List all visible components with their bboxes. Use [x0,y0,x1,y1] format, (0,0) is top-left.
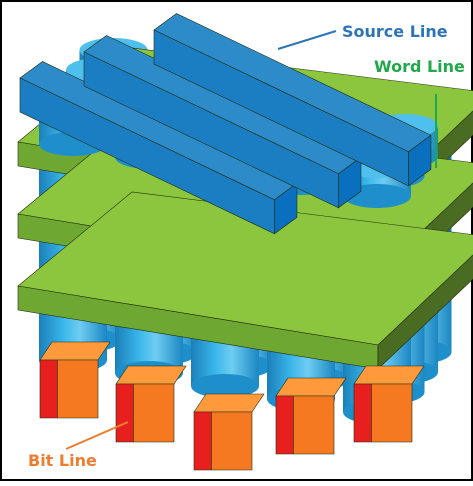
bit-line-cube-left-4 [275,395,294,455]
bit-line-cube-left-2 [115,383,134,443]
word-line-label: Word Line [374,57,465,76]
bit-line-pointer [65,421,129,450]
bit-line-cube-front-2 [133,383,175,443]
bit-line-cube-front-5 [371,383,413,443]
source-line-label: Source Line [342,22,448,41]
bit-line-cube-front-1 [57,359,99,419]
bit-line-cube-left-1 [39,359,58,419]
source-line-bars [19,13,432,235]
bit-line-cube-left-3 [193,411,212,471]
bit-line-label: Bit Line [28,451,97,470]
bit-line-cube-left-5 [353,383,372,443]
source-line-pointer [277,30,337,50]
pillar-r0-c2-base [191,374,259,398]
bit-line-cube-top-3 [193,393,265,413]
source-line-bar-end-3 [408,134,432,187]
bit-line-cube-top-4 [275,377,347,397]
bit-line-cube-top-1 [39,341,111,361]
bit-line-cube-top-2 [115,365,187,385]
bit-line-cube-top-5 [353,365,425,385]
bit-line-cubes [39,341,425,471]
word-line-plate-front-3 [377,254,473,370]
source-line-bar-end-1 [274,182,298,235]
bit-line-cube-front-4 [293,395,335,455]
bit-line-cube-front-3 [211,411,253,471]
source-line-bar-end-2 [338,156,362,209]
